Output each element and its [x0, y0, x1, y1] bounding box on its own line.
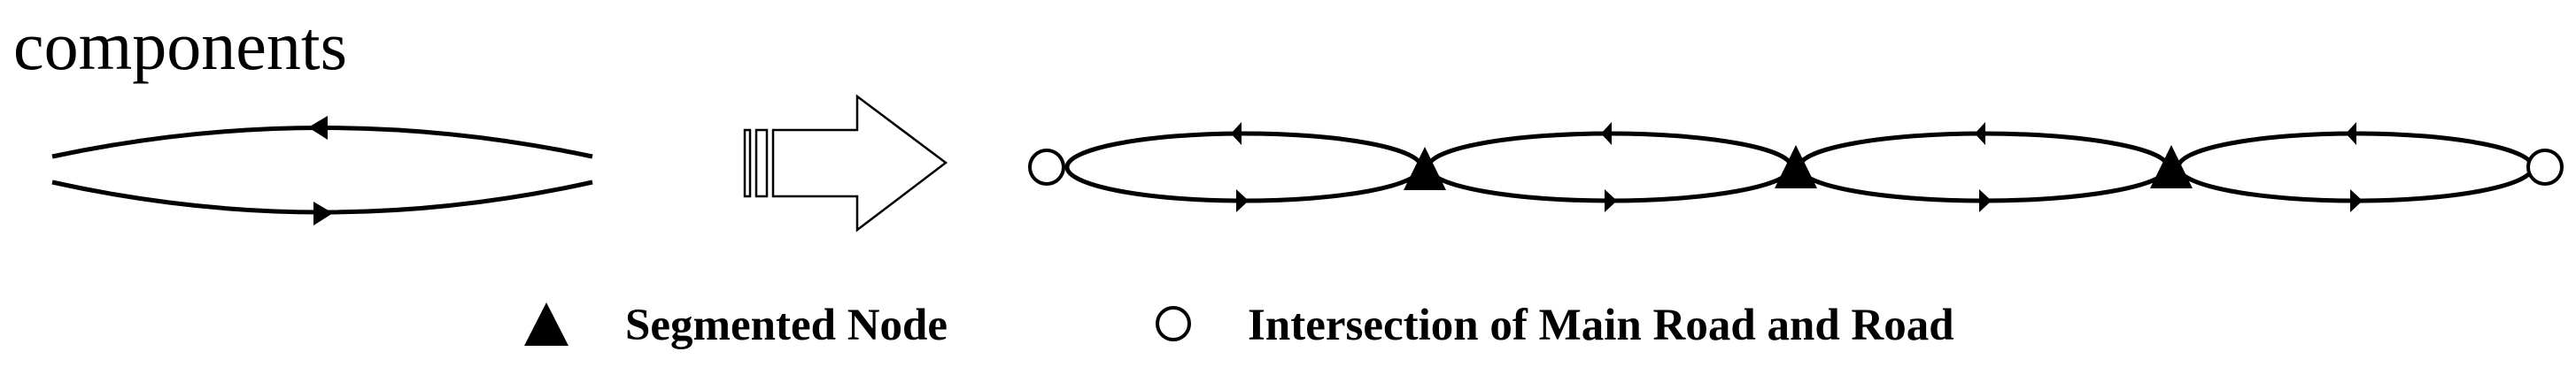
filled-triangle-icon [524, 302, 569, 346]
block-arrow-right-icon [743, 94, 948, 233]
road-ellipse [1426, 131, 1794, 203]
arrow-left-icon [1601, 122, 1612, 145]
road-ellipse [1797, 131, 2170, 203]
arrow-tail-bar [743, 128, 752, 198]
legend-item-intersection: Intersection of Main Road and Road [1156, 301, 1954, 350]
segmented-node-icon [1404, 147, 1446, 190]
arrow-left-icon [308, 116, 328, 140]
arrow-left-icon [1975, 122, 1985, 145]
intersection-node-icon [1028, 149, 1065, 186]
arrow-right-icon [1979, 189, 1992, 212]
segmented-node-icon [1775, 145, 1817, 188]
arrow-left-icon [2346, 122, 2356, 145]
legend-label: Intersection of Main Road and Road [1248, 301, 1954, 350]
title-text: components [13, 7, 347, 84]
legend: Segmented Node Intersection of Main Road… [524, 301, 1954, 350]
legend-label: Segmented Node [625, 301, 948, 350]
intersection-node-icon [2526, 149, 2564, 186]
arrow-right-icon [313, 202, 333, 226]
segmented-road-chain [1028, 122, 2564, 212]
arrow-right-icon [1236, 189, 1249, 212]
arrow-tail-bar [754, 128, 769, 198]
legend-item-segmented-node: Segmented Node [524, 301, 948, 350]
arrow-right-icon [2350, 189, 2363, 212]
arrow-left-icon [1231, 122, 1242, 145]
segmented-node-icon [2150, 145, 2193, 188]
arrow-body [771, 94, 948, 233]
road-component [51, 116, 593, 226]
arrow-right-icon [1605, 189, 1617, 212]
hollow-circle-icon [1156, 306, 1191, 341]
road-ellipse [1064, 131, 1424, 203]
